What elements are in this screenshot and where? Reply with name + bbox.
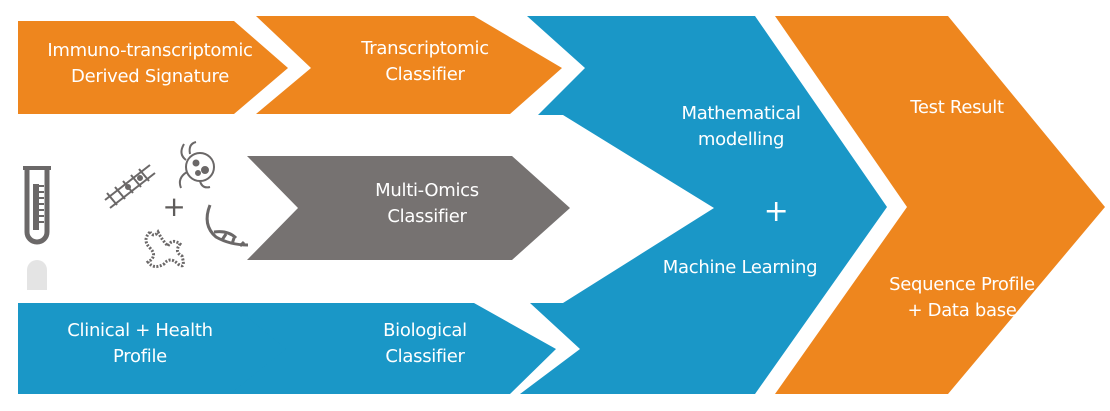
biological-classifier-line2: Classifier xyxy=(385,346,465,367)
inputs-plus: + xyxy=(162,190,186,223)
test-tube-reflection-icon xyxy=(27,260,47,290)
multi-omics-line2: Classifier xyxy=(387,206,467,227)
modelling-line1: Mathematical xyxy=(681,103,801,124)
machine-learning-label: Machine Learning xyxy=(662,257,818,278)
cell-icon xyxy=(178,141,215,189)
immuno-signature-label: Immuno-transcriptomic Derived Signature xyxy=(47,38,253,90)
modelling-plus: + xyxy=(763,194,789,229)
transcriptomic-classifier-line2: Classifier xyxy=(385,64,465,85)
database-line: + Data base xyxy=(907,300,1017,321)
test-tube-icon xyxy=(23,166,51,245)
transcriptomic-classifier-label: Transcriptomic Classifier xyxy=(361,36,489,88)
sequence-profile-line: Sequence Profile xyxy=(889,274,1035,295)
immuno-signature-arrow xyxy=(18,21,288,114)
output-chevron xyxy=(775,16,1105,394)
clinical-profile-line2: Profile xyxy=(113,346,167,367)
clinical-profile-label: Clinical + Health Profile xyxy=(67,318,213,370)
transcriptomic-classifier-line1: Transcriptomic xyxy=(361,38,489,59)
multi-omics-classifier-label: Multi-Omics Classifier xyxy=(375,178,479,230)
transcriptomic-classifier-arrow xyxy=(256,16,562,114)
modelling-chevron xyxy=(520,16,887,394)
modelling-line2: modelling xyxy=(697,129,785,150)
biological-classifier-arrow xyxy=(230,303,556,394)
sequence-profile-label: Sequence Profile + Data base xyxy=(889,272,1035,324)
biological-classifier-label: Biological Classifier xyxy=(383,318,467,370)
biological-classifier-line1: Biological xyxy=(383,320,467,341)
modelling-label: Mathematical modelling xyxy=(681,101,800,153)
immuno-signature-line2: Derived Signature xyxy=(71,66,229,87)
clinical-profile-arrow xyxy=(18,303,288,394)
clinical-profile-line1: Clinical + Health xyxy=(67,320,213,341)
multi-omics-line1: Multi-Omics xyxy=(375,180,479,201)
dna-strand-icon xyxy=(104,164,156,209)
immuno-signature-line1: Immuno-transcriptomic xyxy=(47,40,253,61)
multi-omics-classifier-arrow xyxy=(247,156,570,260)
protein-icon xyxy=(144,229,185,269)
dna-helix-icon xyxy=(205,204,249,248)
test-result-label: Test Result xyxy=(910,97,1004,118)
